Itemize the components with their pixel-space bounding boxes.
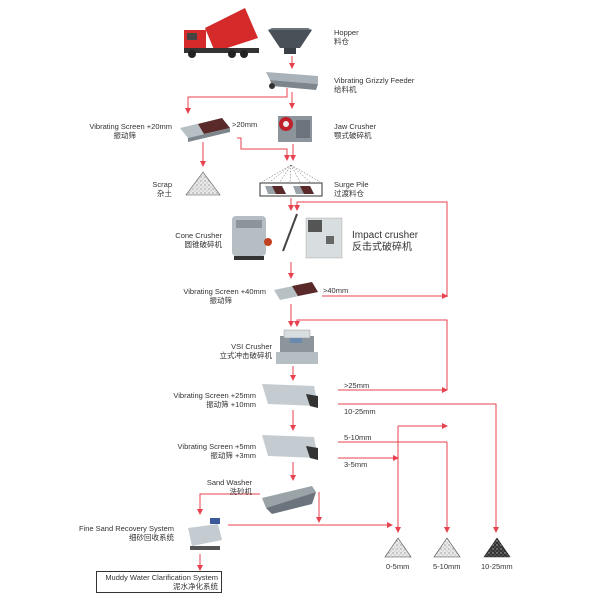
impact-crusher-icon: [305, 217, 343, 259]
screen1-label: Vibrating Screen +20mm 振动筛: [89, 122, 172, 140]
scrap-label: Scrap 杂土: [152, 180, 172, 198]
vibrating-screen-2-icon: [274, 282, 318, 300]
screen2-label: Vibrating Screen +40mm 振动筛: [183, 287, 266, 305]
cone-crusher-icon: [232, 216, 272, 260]
hopper-icon: [268, 28, 312, 54]
muddy-water-system-box: Muddy Water Clarification System 泥水净化系统: [96, 571, 222, 593]
vsi-crusher-label: VSI Crusher 立式冲击破碎机: [219, 342, 273, 360]
flow-label-gt25: >25mm: [344, 381, 370, 390]
flow-label-gt40: >40mm: [323, 286, 349, 295]
cone-crusher-label: Cone Crusher 圆锥破碎机: [175, 231, 222, 249]
surge-pile-label: Surge Pile 过渡料仓: [334, 180, 369, 198]
screen4-label: Vibrating Screen +5mm 振动筛 +3mm: [177, 442, 256, 460]
product-pile-10-25: [483, 537, 511, 558]
flow-label-gt20: >20mm: [232, 120, 258, 129]
grizzly-feeder-icon: [266, 72, 318, 90]
flow-lines: [185, 56, 499, 571]
fine-sand-recovery-icon: [188, 518, 222, 550]
vsi-crusher-icon: [276, 329, 318, 364]
product-label-10-25: 10-25mm: [481, 562, 513, 571]
vibrating-screen-4-icon: [262, 435, 318, 460]
product-pile-5-10: [433, 537, 461, 558]
fine-sand-recovery-label: Fine Sand Recovery System 细砂回收系统: [78, 524, 174, 542]
scrap-pile-icon: [185, 171, 221, 196]
jaw-crusher-label: Jaw Crusher 颚式破碎机: [334, 122, 377, 140]
product-pile-0-5: [384, 537, 412, 558]
surge-pile-icon: [259, 164, 323, 197]
flow-label-10-25: 10-25mm: [344, 407, 376, 416]
product-label-0-5: 0-5mm: [386, 562, 410, 571]
screen3-label: Vibrating Screen +25mm 振动筛 +10mm: [173, 391, 256, 409]
hopper-label: Hopper 料仓: [334, 28, 359, 46]
or-divider: [282, 213, 298, 252]
sand-washer-label: Sand Washer 洗砂机: [206, 478, 252, 496]
vibrating-screen-3-icon: [262, 384, 318, 408]
feeder-label: Vibrating Grizzly Feeder 给料机: [334, 76, 415, 94]
flow-label-3-5: 3-5mm: [344, 460, 368, 469]
dump-truck-icon: [184, 8, 259, 58]
sand-washer-icon: [262, 486, 316, 514]
flow-label-5-10: 5-10mm: [344, 433, 372, 442]
jaw-crusher-icon: [278, 116, 312, 142]
product-label-5-10: 5-10mm: [433, 562, 461, 571]
vibrating-screen-1-icon: [180, 118, 230, 142]
impact-crusher-label: Impact crusher 反击式破碎机: [352, 230, 419, 253]
